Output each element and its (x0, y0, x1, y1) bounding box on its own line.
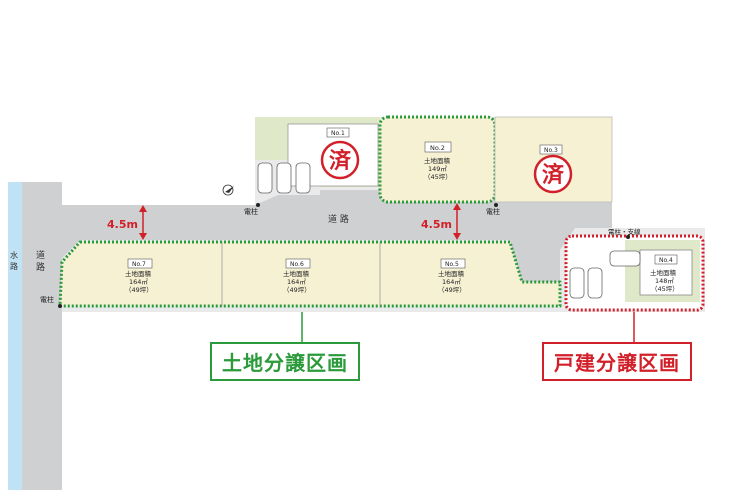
svg-text:済: 済 (329, 148, 352, 174)
side-road (22, 182, 62, 490)
water-label: 水 (10, 250, 18, 260)
main-road (60, 190, 612, 285)
lot-area: 164㎡ (442, 277, 461, 286)
water-label: 路 (10, 261, 18, 271)
water-channel (8, 182, 22, 490)
car-icon (295, 162, 311, 194)
lot-area-title: 土地面積 (438, 269, 465, 278)
lot-area: 149㎡ (428, 164, 447, 173)
lot-number: No.1 (331, 130, 345, 137)
lot-area-title: 土地面積 (424, 156, 451, 165)
sold-stamp-icon: 済 (320, 140, 360, 180)
lot-area: 164㎡ (129, 277, 148, 286)
side-road-label: 路 (36, 261, 45, 273)
pole-dot (626, 235, 630, 239)
pole-label: 電柱 (486, 207, 500, 216)
lot-tsubo: （49坪） (438, 286, 466, 294)
car-icon (609, 250, 641, 267)
lot-number: No.4 (659, 257, 673, 264)
lot-number: No.5 (445, 261, 459, 268)
sold-stamp-icon: 済 (533, 154, 573, 194)
car-icon (587, 267, 603, 299)
dimension-right: 4.5m (421, 203, 461, 240)
car-icon (569, 267, 585, 299)
dimension-label: 4.5m (421, 218, 452, 231)
pole-dot (58, 304, 62, 308)
lot-area: 164㎡ (287, 277, 306, 286)
lot-area: 148㎡ (655, 276, 674, 285)
lot-area-title: 土地面積 (125, 269, 152, 278)
pole-dot (494, 203, 498, 207)
house-sale-callout: 戸建分譲区画 (542, 342, 692, 381)
pole-label: 電柱 (244, 207, 258, 216)
lot-number: No.3 (544, 147, 558, 154)
lot-area-title: 土地面積 (283, 269, 310, 278)
lot-tsubo: （49坪） (283, 286, 311, 294)
lot-tsubo: （49坪） (125, 286, 153, 294)
svg-text:済: 済 (542, 162, 565, 188)
main-road-label: 道 路 (328, 213, 349, 225)
dimension-label: 4.5m (107, 218, 138, 231)
land-sale-callout: 土地分譲区画 (210, 342, 360, 381)
lot-tsubo: （45坪） (651, 285, 679, 293)
lot-tsubo: （45坪） (424, 173, 452, 181)
side-road-label: 道 (36, 249, 45, 261)
dimension-left: 4.5m (107, 205, 147, 240)
pole-label: 電柱・支線 (608, 227, 641, 236)
car-icon (257, 162, 273, 194)
north-arrow-icon (222, 184, 234, 196)
lot-area-title: 土地面積 (650, 268, 677, 277)
lot-number: No.6 (290, 261, 304, 268)
land-lots-boundary (58, 240, 562, 308)
car-icon (276, 162, 292, 194)
pole-label: 電柱 (40, 295, 54, 304)
lot-number: No.7 (132, 261, 146, 268)
pole-dot (256, 203, 260, 207)
lot-number: No.2 (430, 144, 445, 152)
